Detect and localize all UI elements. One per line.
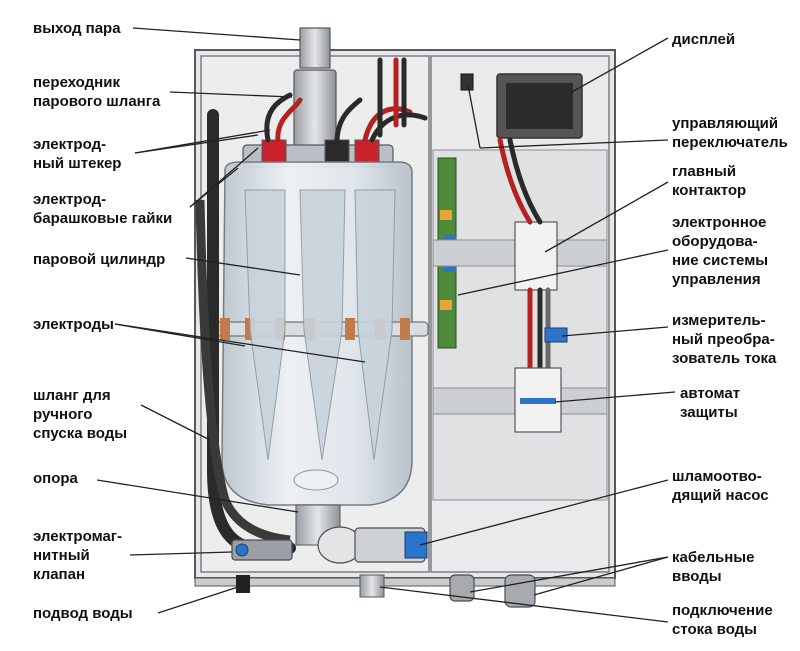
label-circuit-breaker: автомат защиты [680,385,741,421]
label-main-contactor: главный контактор [672,163,747,199]
label-steam-cylinder: паровой цилиндр [33,251,166,268]
label-display: дисплей [672,31,736,48]
label-support: опора [33,470,78,487]
electrode-plug-red-left [261,139,287,163]
steam-cylinder [207,161,429,506]
current-transducer [544,327,568,343]
display [496,73,583,139]
control-switch [460,73,474,91]
label-electrode-plug: электрод- ный штекер [33,136,122,172]
cylinder-bottom-filter [293,469,339,491]
label-solenoid-valve: электромаг- нитный клапан [33,528,123,583]
cable-glands [449,574,536,608]
electrode-plug-red-right [354,139,380,163]
cable-bundle [497,137,551,373]
electrodes [244,189,396,461]
label-electrodes: электроды [33,316,114,333]
label-control-switch: управляющий переключатель [672,115,788,151]
label-steam-outlet: выход пара [33,20,121,37]
sludge-pump [317,526,428,564]
label-cable-glands: кабельные вводы [672,549,755,585]
steam-hose-adapter [293,69,337,151]
label-current-transducer: измеритель- ный преобра- зователь тока [672,312,777,367]
leader-lines [96,27,676,623]
label-water-supply: подвод воды [33,605,133,622]
solenoid-valve [231,539,293,561]
circuit-breaker [514,367,562,433]
water-supply-fitting [236,575,250,593]
label-drain-connection: подключение стока воды [672,602,773,638]
main-contactor [514,221,558,291]
drain-connection-fitting [359,574,385,598]
second-hose [195,199,291,545]
label-steam-hose-adapter: переходник парового шланга [33,74,161,110]
label-manual-drain-hose: шланг для ручного спуска воды [33,387,128,442]
steam-outlet-pipe [293,27,337,151]
housing-base [194,577,616,587]
electrode-plug-black [324,139,350,163]
label-electrode-wing-nuts: электрод- барашковые гайки [33,191,173,227]
label-sludge-pump: шламоотво- дящий насос [672,468,769,504]
label-control-electronics: электронное оборудова- ние системы управ… [672,214,769,288]
